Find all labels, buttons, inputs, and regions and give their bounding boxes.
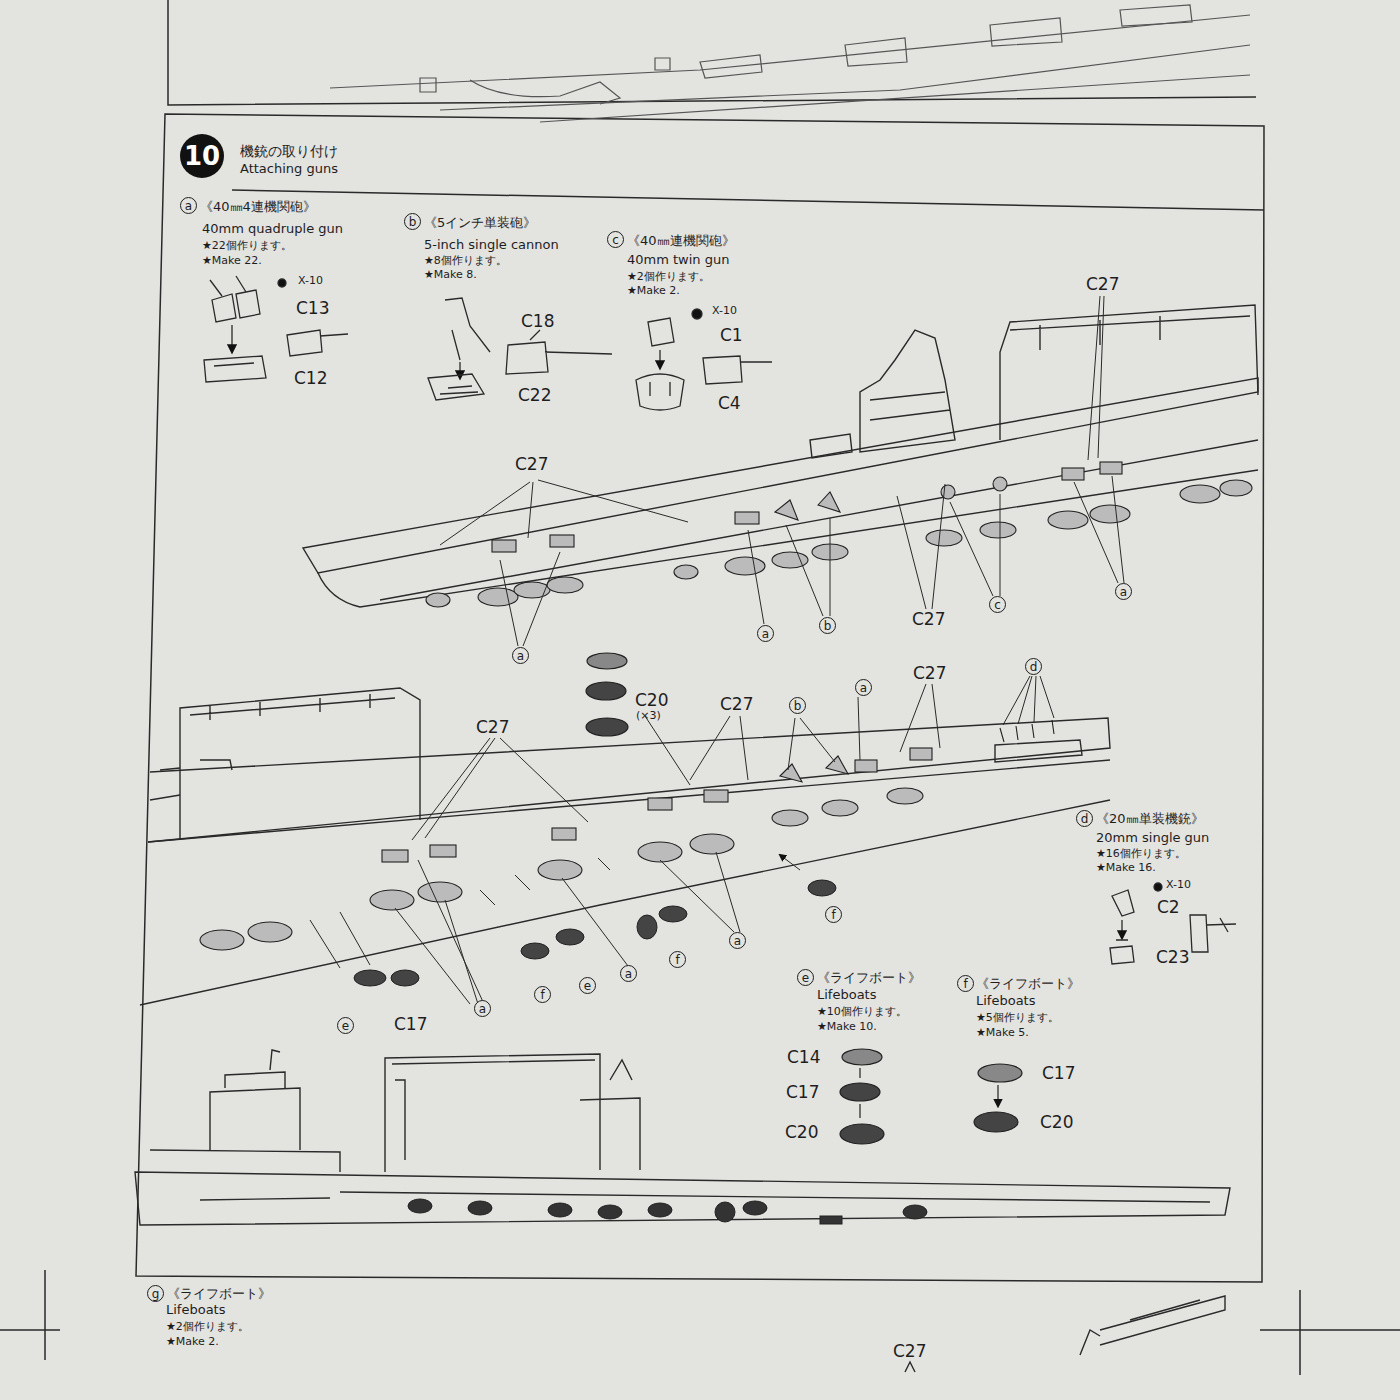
- part-number: C20: [635, 691, 669, 711]
- quantity-note: (×3): [636, 710, 661, 723]
- step-number-badge: 10: [180, 134, 224, 178]
- upper-leader-lines: [440, 296, 1124, 646]
- side-profile-boats: [408, 1199, 927, 1224]
- paint-code: X-10: [298, 275, 323, 288]
- part-number: C27: [720, 695, 754, 715]
- part-number: C20: [785, 1123, 819, 1143]
- part-heading: 《20㎜単装機銃》: [1096, 812, 1204, 827]
- callout-letter: d: [1025, 658, 1042, 675]
- quantity-note: ★2個作ります。: [627, 271, 710, 284]
- step-number: 10: [184, 141, 220, 171]
- callout-letter: c: [989, 596, 1006, 613]
- subassembly-sketches: [204, 276, 1236, 964]
- callout-letter: d: [1076, 810, 1093, 827]
- callout-letter: a: [620, 965, 637, 982]
- part-caption: 40mm quadruple gun: [202, 222, 343, 237]
- callout-letter: e: [337, 1017, 354, 1034]
- quantity-note: ★8個作ります。: [424, 255, 507, 268]
- part-caption: Lifeboats: [976, 994, 1035, 1009]
- part-number: C17: [1042, 1064, 1076, 1084]
- part-number: C27: [515, 455, 549, 475]
- callout-letter: a: [855, 679, 872, 696]
- part-number: C22: [518, 386, 552, 406]
- callout-letter: f: [825, 906, 842, 923]
- paint-code: X-10: [712, 305, 737, 318]
- part-number: C12: [294, 369, 328, 389]
- part-heading: 《ライフボート》: [167, 1287, 271, 1302]
- callout-letter: a: [1115, 583, 1132, 600]
- part-heading: 《40㎜連機関砲》: [627, 234, 735, 249]
- quantity-note: ★22個作ります。: [202, 240, 292, 253]
- part-number: C13: [296, 299, 330, 319]
- lower-leader-lines: [310, 676, 1054, 1004]
- callout-letter: b: [819, 617, 836, 634]
- part-number: C4: [718, 394, 741, 414]
- lower-gun-tubs: [200, 720, 1054, 950]
- part-caption: Lifeboats: [817, 988, 876, 1003]
- quantity-note: ★16個作ります。: [1096, 848, 1186, 861]
- quantity-note: ★Make 2.: [627, 285, 680, 298]
- lower-lifeboats: [354, 880, 836, 986]
- callout-letter: a: [512, 647, 529, 664]
- part-heading: 《ライフボート》: [817, 971, 921, 986]
- quantity-note: ★10個作ります。: [817, 1006, 907, 1019]
- part-heading: 《40㎜4連機関砲》: [200, 200, 316, 215]
- quantity-note: ★Make 10.: [817, 1021, 877, 1034]
- callout-letter: a: [757, 625, 774, 642]
- callout-letter: a: [729, 932, 746, 949]
- quantity-note: ★Make 22.: [202, 255, 262, 268]
- callout-letter: f: [534, 986, 551, 1003]
- step-title: 機銃の取り付け: [240, 143, 338, 159]
- part-number: C27: [913, 664, 947, 684]
- quantity-note: ★Make 8.: [424, 269, 477, 282]
- part-heading: 《ライフボート》: [976, 977, 1080, 992]
- callout-letter: b: [404, 213, 421, 230]
- quantity-note: ★Make 16.: [1096, 862, 1156, 875]
- part-number: C27: [893, 1342, 927, 1362]
- part-number: C17: [394, 1015, 428, 1035]
- part-number: C18: [521, 312, 555, 332]
- part-number: C27: [1086, 275, 1120, 295]
- quantity-note: ★Make 5.: [976, 1027, 1029, 1040]
- callout-letter: b: [789, 697, 806, 714]
- part-caption: 20mm single gun: [1096, 831, 1209, 846]
- part-caption: Lifeboats: [166, 1303, 225, 1318]
- callout-letter: e: [797, 969, 814, 986]
- part-number: C2: [1157, 898, 1180, 918]
- previous-step-hull: [330, 5, 1250, 122]
- part-heading: 《5インチ単装砲》: [424, 216, 536, 231]
- part-number: C17: [786, 1083, 820, 1103]
- callout-letter: a: [180, 197, 197, 214]
- upper-gun-tubs: [426, 462, 1252, 607]
- part-number: C27: [912, 610, 946, 630]
- quantity-note: ★Make 2.: [166, 1336, 219, 1349]
- quantity-note: ★5個作ります。: [976, 1012, 1059, 1025]
- upper-carrier: [303, 305, 1258, 607]
- callout-letter: e: [579, 977, 596, 994]
- part-number: C1: [720, 326, 743, 346]
- callout-letter: g: [147, 1285, 164, 1302]
- side-profile: [135, 1050, 1230, 1372]
- part-number: C27: [476, 718, 510, 738]
- callout-letter: c: [607, 231, 624, 248]
- part-caption: 40mm twin gun: [627, 253, 729, 268]
- part-number: C14: [787, 1048, 821, 1068]
- paint-code: X-10: [1166, 879, 1191, 892]
- part-number: C20: [1040, 1113, 1074, 1133]
- lower-carrier: [140, 688, 1110, 1005]
- part-caption: 5-inch single cannon: [424, 238, 559, 253]
- step-subtitle: Attaching guns: [240, 162, 338, 177]
- quantity-note: ★2個作ります。: [166, 1321, 249, 1334]
- callout-letter: f: [669, 951, 686, 968]
- callout-letter: f: [957, 975, 974, 992]
- callout-letter: a: [474, 1000, 491, 1017]
- part-number: C23: [1156, 948, 1190, 968]
